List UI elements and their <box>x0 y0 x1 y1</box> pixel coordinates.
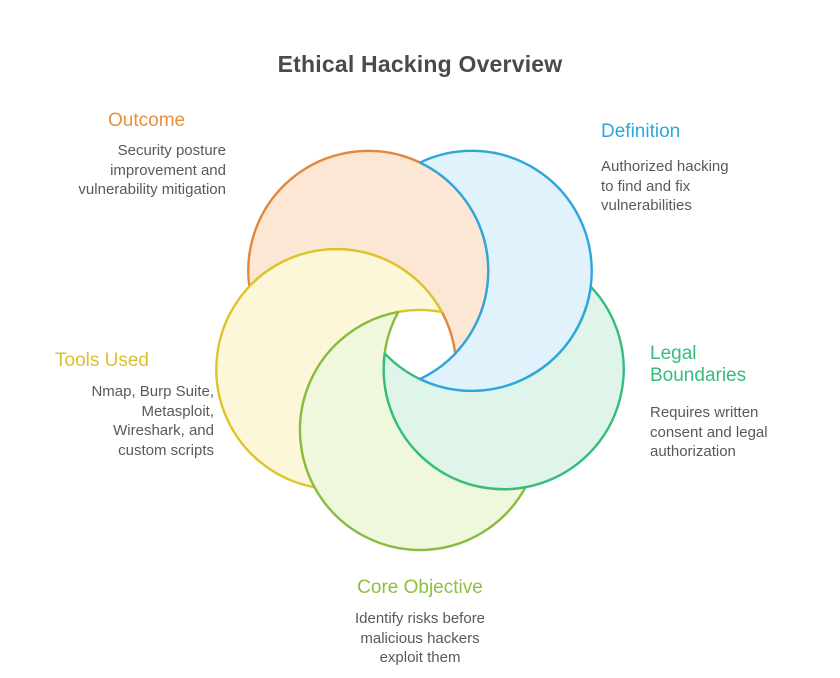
section-description-core-objective: Identify risks before malicious hackers … <box>354 610 486 666</box>
section-heading-core-objective: Core Objective <box>357 577 483 598</box>
section-description-legal-boundaries: Requires written consent and legal autho… <box>650 404 768 460</box>
page-title: Ethical Hacking Overview <box>277 51 563 77</box>
petal-definition <box>418 149 593 393</box>
section-description-outcome: Security posture improvement and vulnera… <box>78 142 226 198</box>
section-heading-definition: Definition <box>601 121 681 142</box>
section-heading-legal-boundaries: Legal Boundaries <box>650 343 747 386</box>
section-heading-tools-used: Tools Used <box>55 350 149 371</box>
section-description-definition: Authorized hacking to find and fix vulne… <box>601 158 729 214</box>
section-description-tools-used: Nmap, Burp Suite, Metasploit, Wireshark,… <box>91 383 214 459</box>
section-heading-outcome: Outcome <box>108 110 186 131</box>
